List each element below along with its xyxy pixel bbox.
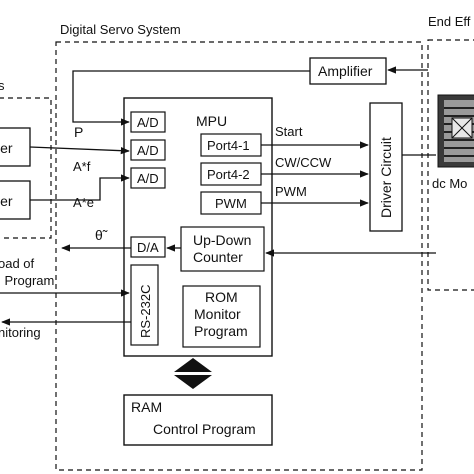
counter-line-1: Up-Down: [193, 232, 251, 248]
counter-line-2: Counter: [193, 249, 243, 265]
ram-title: RAM: [131, 399, 162, 415]
pwm-label: PWM: [215, 196, 247, 211]
da-box: [130, 236, 166, 258]
upload-label-line-2: l Program: [0, 273, 54, 288]
driver-circuit-box: [369, 102, 403, 232]
port4-2-label: Port4-2: [207, 167, 250, 182]
dc-motor-label: dc Mo: [432, 176, 467, 191]
signal-pwm: PWM: [275, 184, 307, 199]
ad-label-1: A/D: [137, 115, 159, 130]
upload-label-line-1: oad of: [0, 256, 35, 271]
signal-p: P: [74, 124, 83, 140]
left-top-label: s: [0, 78, 5, 93]
monitoring-label: nitoring: [0, 325, 41, 340]
mpu-title: MPU: [196, 113, 227, 129]
left2-to-ad3-arrow: [30, 174, 130, 201]
up-down-counter-box: [180, 226, 265, 272]
digital-servo-frame: [55, 41, 423, 471]
left-block-2-label: ier: [0, 193, 13, 209]
amplifier-box: [309, 57, 387, 85]
end-effector-title: End Eff: [428, 14, 471, 29]
dc-motor-illustration: [437, 94, 474, 168]
da-label: D/A: [137, 240, 159, 255]
left-frame: [0, 97, 52, 239]
rom-box: [182, 285, 261, 348]
left-block-1-label: ier: [0, 140, 13, 156]
rom-line-3: Program: [194, 323, 248, 339]
ad-box-1: [130, 111, 166, 133]
ad-label-2: A/D: [137, 143, 159, 158]
end-effector-frame: [427, 39, 474, 291]
rs232c-label: RS-232C: [138, 285, 153, 338]
port4-1-label: Port4-1: [207, 138, 250, 153]
driver-circuit-label: Driver Circuit: [378, 137, 394, 218]
amplifier-to-ad1-arrow: [72, 70, 310, 126]
signal-start: Start: [275, 124, 303, 139]
ram-box: [123, 394, 273, 446]
amplifier-label: Amplifier: [318, 63, 373, 79]
mpu-ram-bus-arrow: [174, 358, 212, 389]
system-title: Digital Servo System: [60, 22, 181, 37]
signal-af: A*f: [73, 159, 91, 174]
rs232c-box: [130, 264, 159, 346]
signal-cw-ccw: CW/CCW: [275, 155, 332, 170]
connections: [0, 66, 436, 326]
left-block-2: [0, 180, 31, 220]
signal-ae: A*e: [73, 195, 94, 210]
rom-line-2: Monitor: [194, 306, 241, 322]
signal-theta: θ̃: [95, 227, 108, 243]
ad-box-2: [130, 139, 166, 161]
left1-to-ad2-arrow: [29, 146, 130, 155]
ram-subtitle: Control Program: [153, 421, 256, 437]
ad-box-3: [130, 167, 166, 189]
rom-line-1: ROM: [205, 289, 238, 305]
ad-label-3: A/D: [137, 171, 159, 186]
